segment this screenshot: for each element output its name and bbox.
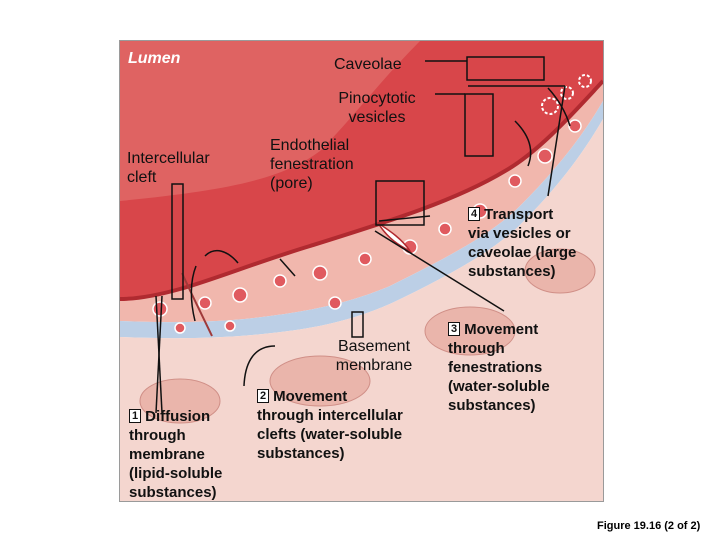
endothelial-cell: [120, 81, 603, 323]
capillary-figure: Lumen Caveolae Pinocytotic vesicles Endo…: [119, 40, 604, 502]
label-basement-line: Basement: [337, 338, 411, 355]
step-line: clefts (water-soluble: [257, 426, 403, 443]
label-fenestration-line: fenestration: [270, 156, 354, 173]
step-line: substances): [129, 484, 217, 501]
step-line: membrane: [129, 446, 205, 463]
step-line: Transport: [484, 206, 554, 223]
step-line: substances): [257, 445, 345, 462]
step-line: substances): [468, 263, 556, 280]
label-pinocytotic-vesicles: Pinocytotic vesicles: [322, 89, 432, 127]
capillary-illustration: [120, 41, 603, 501]
label-basement-line: membrane: [335, 357, 413, 374]
tissue-cells: [139, 248, 596, 424]
step-line: (lipid-soluble: [129, 465, 223, 482]
label-basement-membrane: Basement membrane: [316, 337, 432, 375]
step-line: via vesicles or: [468, 225, 571, 242]
label-pinocytotic-line: Pinocytotic: [338, 90, 416, 107]
step-line: through: [448, 340, 505, 357]
caveolae: [541, 74, 592, 115]
step-line: through intercellular: [257, 407, 403, 424]
lumen-highlight: [120, 41, 420, 201]
transport-arrows: [155, 87, 571, 414]
step-line: through: [129, 427, 186, 444]
label-fenestration-line: (pore): [270, 175, 313, 192]
step-line: Movement: [273, 388, 348, 405]
step-number-badge: 3: [448, 322, 461, 336]
outer-tissue: [120, 119, 603, 501]
step-line: Movement: [464, 321, 539, 338]
label-intercellular-cleft: Intercellular cleft: [127, 149, 210, 187]
lumen-edge: [120, 79, 603, 301]
figure-caption: Figure 19.16 (2 of 2): [597, 520, 701, 532]
label-cleft-line: Intercellular: [127, 150, 210, 167]
step-line: (water-soluble: [448, 378, 550, 395]
pointer-lines: [171, 56, 566, 338]
label-cleft-line: cleft: [127, 169, 157, 186]
label-lumen: Lumen: [128, 50, 181, 67]
step-line: Diffusion: [145, 408, 211, 425]
step-number-badge: 4: [468, 207, 481, 221]
label-fenestration-line: Endothelial: [270, 137, 350, 154]
basement-membrane-band: [120, 101, 603, 339]
step-line: fenestrations: [448, 359, 543, 376]
fenestration-pore: [377, 222, 413, 253]
intercellular-cleft: [181, 272, 213, 337]
step-number-badge: 2: [257, 389, 270, 403]
step-line: caveolae (large: [468, 244, 577, 261]
label-endothelial-fenestration: Endothelial fenestration (pore): [270, 136, 354, 193]
label-caveolae: Caveolae: [334, 56, 402, 73]
step-line: substances): [448, 397, 536, 414]
step-number-badge: 1: [129, 409, 142, 423]
label-pinocytotic-line: vesicles: [348, 109, 406, 126]
